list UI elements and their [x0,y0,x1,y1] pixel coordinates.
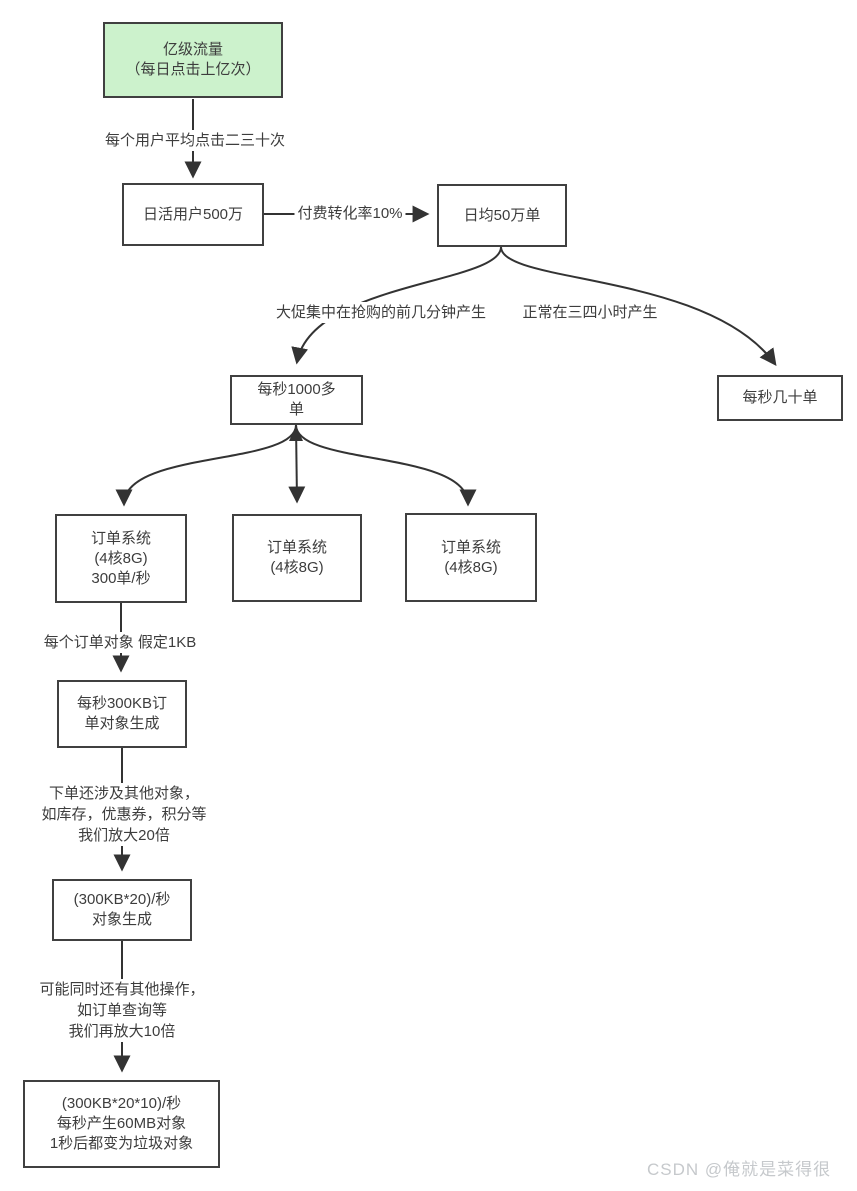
node-order-system-2: 订单系统 (4核8G) [232,514,362,602]
node-traffic-scale: 亿级流量 （每日点击上亿次） [103,22,283,98]
node-peak-orders-per-second: 每秒1000多 单 [230,375,363,425]
edge-label-amplify-10x: 可能同时还有其他操作， 如订单查询等 我们再放大10倍 [36,979,208,1042]
edge-label-normal-spread: 正常在三四小时产生 [519,302,661,323]
node-300kb-per-second-label: 每秒300KB订 单对象生成 [76,695,168,732]
node-normal-orders-per-second: 每秒几十单 [717,375,843,421]
node-order-system-1-label: 订单系统 (4核8G) 300单/秒 [90,529,151,587]
node-amplified-20x-label: (300KB*20)/秒 对象生成 [73,891,171,928]
csdn-watermark: CSDN @俺就是菜得很 [647,1160,832,1179]
node-daily-active-users: 日活用户500万 [122,183,264,246]
node-daily-orders-label: 日均50万单 [463,206,541,224]
edge-label-clicks-per-user: 每个用户平均点击二三十次 [101,130,289,151]
edge-daily-to-peak [291,246,502,365]
node-normal-orders-label: 每秒几十单 [742,389,818,406]
edge-peak-to-order1 [115,424,297,507]
node-300kb-per-second: 每秒300KB订 单对象生成 [57,680,187,748]
edge-daily-to-normal [500,246,777,367]
node-order-system-1: 订单系统 (4核8G) 300单/秒 [55,514,187,603]
node-final-garbage-objects: (300KB*20*10)/秒 每秒产生60MB对象 1秒后都变为垃圾对象 [23,1080,220,1168]
node-amplified-20x: (300KB*20)/秒 对象生成 [52,879,192,941]
node-final-garbage-objects-label: (300KB*20*10)/秒 每秒产生60MB对象 1秒后都变为垃圾对象 [49,1095,194,1152]
node-peak-orders-label: 每秒1000多 单 [257,381,336,418]
edge-label-conversion-rate: 付费转化率10% [294,203,406,224]
edge-peak-fanout-joint [289,426,303,441]
node-order-system-3-label: 订单系统 (4核8G) [440,538,501,576]
edge-label-amplify-20x: 下单还涉及其他对象， 如库存，优惠券，积分等 我们放大20倍 [38,783,210,846]
node-daily-active-users-label: 日活用户500万 [142,205,244,223]
node-order-system-2-label: 订单系统 (4核8G) [266,539,327,576]
node-traffic-scale-label: 亿级流量 （每日点击上亿次） [125,41,261,78]
node-order-system-3: 订单系统 (4核8G) [405,513,537,602]
edge-label-order-object-size: 每个订单对象 假定1KB [40,632,200,653]
edge-label-promo-burst: 大促集中在抢购的前几分钟产生 [272,302,490,323]
edge-peak-to-order3 [295,424,477,507]
node-daily-orders: 日均50万单 [437,184,567,247]
